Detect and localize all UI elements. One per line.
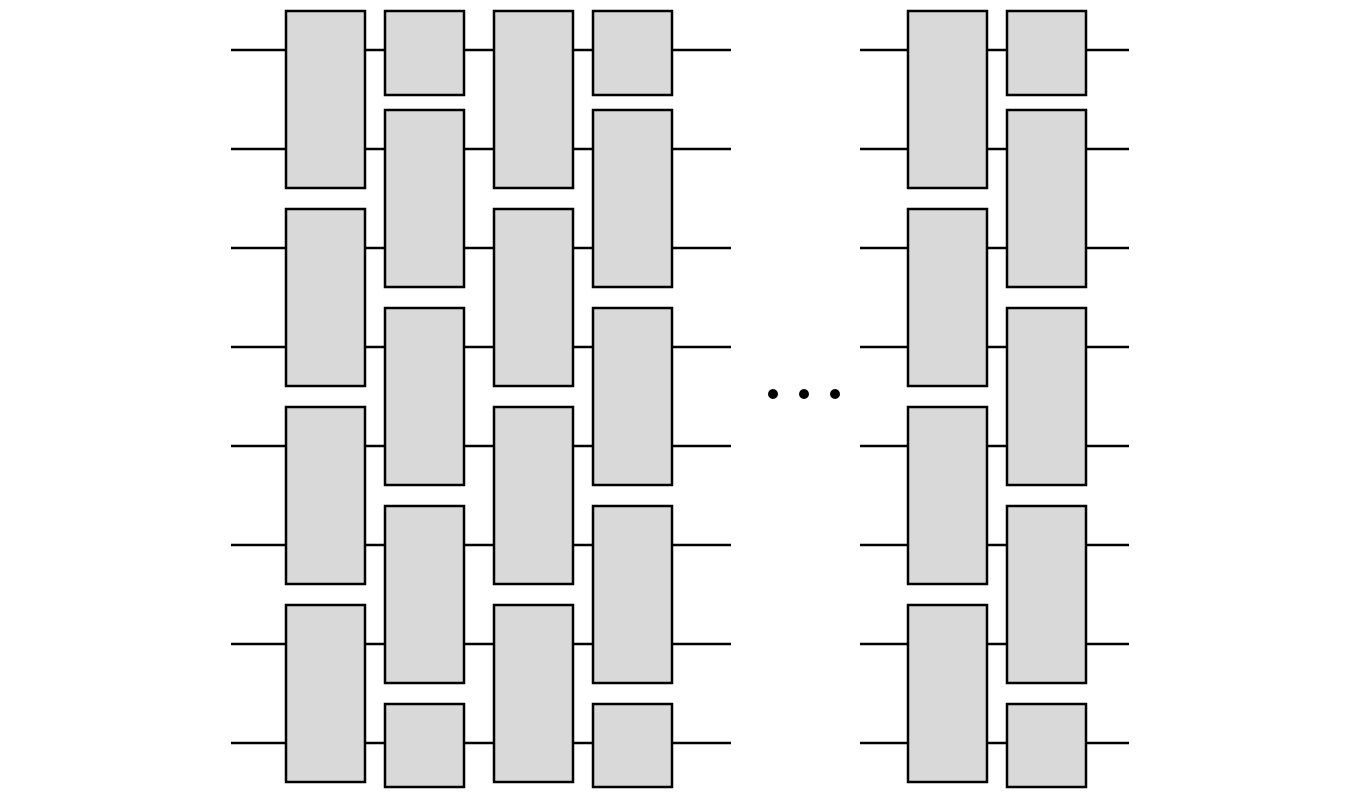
gates-layer bbox=[284, 9, 1088, 789]
right-block-layer-1-gate-3-4 bbox=[906, 207, 989, 388]
left-block-layer-4-gate-8 bbox=[591, 702, 674, 789]
right-block-layer-2-gate-1 bbox=[1005, 9, 1088, 97]
ellipsis bbox=[768, 389, 840, 399]
left-block-layer-2-gate-4-5 bbox=[383, 306, 466, 487]
left-block-layer-4-gate-4-5 bbox=[591, 306, 674, 487]
left-block-layer-1-gate-7-8 bbox=[284, 603, 367, 784]
left-block-layer-2-gate-2-3 bbox=[383, 108, 466, 289]
left-block-layer-2-gate-6-7 bbox=[383, 504, 466, 685]
right-block-layer-2-gate-8 bbox=[1005, 702, 1088, 789]
ellipsis-dot-3 bbox=[830, 389, 840, 399]
left-block-layer-3-gate-7-8 bbox=[492, 603, 575, 784]
left-block-layer-2-gate-8 bbox=[383, 702, 466, 789]
left-block-layer-3-gate-5-6 bbox=[492, 405, 575, 586]
right-block-layer-1-gate-7-8 bbox=[906, 603, 989, 784]
ellipsis-dot-1 bbox=[768, 389, 778, 399]
left-block-layer-1-gate-1-2 bbox=[284, 9, 367, 190]
left-block-layer-3-gate-1-2 bbox=[492, 9, 575, 190]
ellipsis-dot-2 bbox=[799, 389, 809, 399]
left-block-layer-2-gate-1 bbox=[383, 9, 466, 97]
right-block-layer-2-gate-4-5 bbox=[1005, 306, 1088, 487]
right-block-layer-2-gate-2-3 bbox=[1005, 108, 1088, 289]
left-block-layer-4-gate-2-3 bbox=[591, 108, 674, 289]
left-block-layer-3-gate-3-4 bbox=[492, 207, 575, 388]
left-block-layer-1-gate-5-6 bbox=[284, 405, 367, 586]
left-block-layer-1-gate-3-4 bbox=[284, 207, 367, 388]
right-block-layer-1-gate-1-2 bbox=[906, 9, 989, 190]
right-block-layer-2-gate-6-7 bbox=[1005, 504, 1088, 685]
right-block-layer-1-gate-5-6 bbox=[906, 405, 989, 586]
left-block-layer-4-gate-1 bbox=[591, 9, 674, 97]
left-block-layer-4-gate-6-7 bbox=[591, 504, 674, 685]
